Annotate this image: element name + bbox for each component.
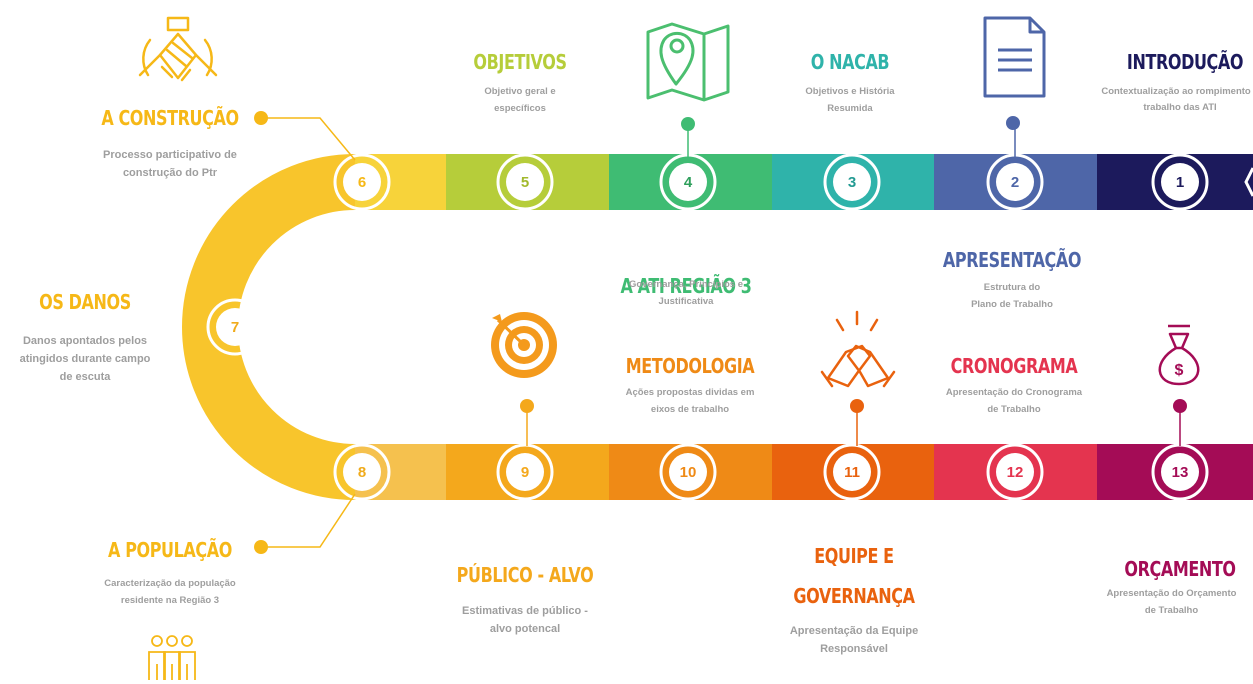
- step-desc-12a: Apresentação do Cronograma: [945, 387, 1083, 398]
- step-desc-7c: de escuta: [59, 371, 111, 383]
- step-desc-11a: Apresentação da Equipe: [789, 625, 919, 637]
- step-title-3: O NACAB: [810, 50, 890, 74]
- step-desc-3a: Objetivos e História: [805, 86, 895, 97]
- connector-dot-6: [254, 111, 268, 125]
- money-bag-symbol: $: [1175, 362, 1184, 379]
- step-number-8: 8: [343, 453, 381, 491]
- step-title-8: A POPULAÇÃO: [108, 538, 232, 562]
- people-icon: [148, 635, 196, 680]
- number-rings: [206, 153, 1209, 501]
- step-desc-7b: atingidos durante campo: [19, 353, 151, 365]
- handshake-circle-icon: [138, 16, 218, 82]
- connector-8: [262, 493, 356, 548]
- step-title-7: OS DANOS: [39, 290, 131, 314]
- curve-track: [182, 154, 356, 500]
- step-number-5: 5: [506, 163, 544, 201]
- step-desc-2a: Estrutura do: [983, 282, 1041, 293]
- connector-dot-8: [254, 540, 268, 554]
- step-desc-7a: Danos apontados pelos: [22, 335, 148, 347]
- step-desc-8a: Caracterização da população: [104, 578, 236, 589]
- step-title-2: APRESENTAÇÃO: [942, 248, 1082, 272]
- step-desc-4-line2: Justificativa: [658, 296, 714, 307]
- step-number-13: 13: [1161, 453, 1199, 491]
- step-title-9: PÚBLICO - ALVO: [456, 563, 594, 587]
- step-desc-3b: Resumida: [827, 103, 873, 114]
- step-number-10: 10: [669, 453, 707, 491]
- step-desc-4-line1: Governança, Princípios e: [628, 279, 744, 290]
- step-title-11a: EQUIPE E: [814, 544, 894, 568]
- target-icon: [491, 312, 557, 378]
- step-number-9: 9: [506, 453, 544, 491]
- step-title-4: A ATI REGIÃO 3: [620, 274, 752, 298]
- connector-dot-11: [850, 399, 864, 413]
- step-number-6: 6: [343, 163, 381, 201]
- step-title-13: ORÇAMENTO: [1124, 557, 1236, 581]
- step-title-12: CRONOGRAMA: [950, 354, 1078, 378]
- connector-dot-9: [520, 399, 534, 413]
- step-number-3: 3: [833, 163, 871, 201]
- step-desc-13a: Apresentação do Orçamento: [1106, 588, 1237, 599]
- step-desc-6b: construção do Ptr: [122, 167, 218, 179]
- document-icon: [983, 16, 1046, 98]
- step-desc-5a: Objetivo geral e: [484, 86, 556, 97]
- step-number-7: 7: [216, 308, 254, 346]
- fist-bump-icon: [820, 310, 896, 388]
- connector-dot-13: [1173, 399, 1187, 413]
- chevron-left-icon: [1244, 167, 1253, 197]
- connector-dot-2: [1006, 116, 1020, 130]
- map-pin-icon: [646, 22, 730, 102]
- step-desc-9a: Estimativas de público -: [462, 605, 588, 617]
- step-number-2: 2: [996, 163, 1034, 201]
- step-title-10: METODOLOGIA: [625, 354, 755, 378]
- step-number-11: 11: [833, 453, 871, 491]
- step-title-6: A CONSTRUÇÃO: [101, 106, 239, 130]
- step-number-1: 1: [1161, 163, 1199, 201]
- money-bag-icon: [1158, 324, 1200, 386]
- step-title-11b: GOVERNANÇA: [793, 584, 915, 608]
- step-desc-10b: eixos de trabalho: [650, 404, 730, 415]
- step-desc-2b: Plano de Trabalho: [971, 299, 1053, 310]
- step-desc-12b: de Trabalho: [987, 404, 1041, 415]
- step-desc-6a: Processo participativo de: [103, 149, 237, 161]
- step-desc-5b: específicos: [494, 103, 546, 114]
- step-desc-9b: alvo potencal: [489, 623, 561, 635]
- step-title-5: OBJETIVOS: [473, 50, 567, 74]
- step-number-12: 12: [996, 453, 1034, 491]
- step-number-4: 4: [669, 163, 707, 201]
- step-desc-1: Contextualização ao rompimento e trabalh…: [1101, 86, 1253, 113]
- step-desc-11b: Responsável: [820, 643, 888, 655]
- step-title-1: INTRODUÇÃO: [1126, 50, 1244, 74]
- step-desc-8b: residente na Região 3: [120, 595, 220, 606]
- step-desc-13b: de Trabalho: [1144, 605, 1199, 616]
- step-desc-10a: Ações propostas dividas em: [625, 387, 755, 398]
- connector-dot-4: [681, 117, 695, 131]
- connector-6: [262, 117, 356, 161]
